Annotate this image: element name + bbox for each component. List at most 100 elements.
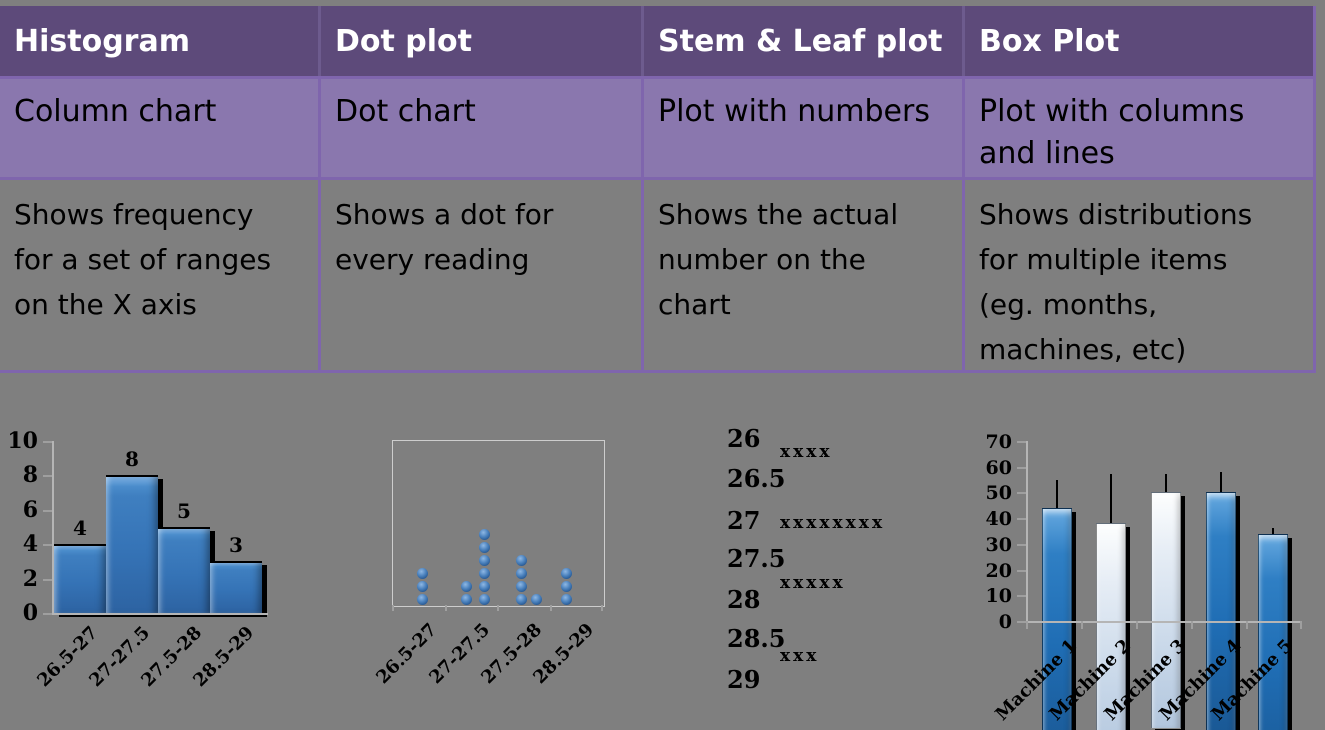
stem-value: 26 — [727, 424, 761, 453]
x-axis-tick — [392, 605, 394, 611]
x-axis-tick — [1136, 621, 1138, 629]
y-axis-tick — [1017, 441, 1027, 444]
y-axis-tick — [43, 475, 52, 478]
y-axis-tick — [1017, 466, 1027, 469]
box-light — [1151, 492, 1181, 730]
x-axis-tick — [1300, 621, 1302, 629]
x-axis-tick — [1081, 621, 1083, 629]
data-dot — [479, 555, 490, 566]
type-stem-leaf: Plot with numbers — [644, 79, 962, 177]
box-blue — [1206, 492, 1236, 730]
stem-value: 27 — [727, 506, 761, 535]
data-dot — [516, 568, 527, 579]
y-axis-label: 2 — [22, 565, 38, 592]
y-axis-tick — [1017, 569, 1027, 572]
table-header-row: Histogram Dot plot Stem & Leaf plot Box … — [0, 6, 1313, 76]
x-axis-tick — [1191, 621, 1193, 629]
leaf-marks: xxxxx — [780, 573, 846, 593]
data-dot — [479, 568, 490, 579]
x-axis-line — [52, 613, 268, 615]
histogram-bar — [210, 561, 262, 613]
y-axis-label: 6 — [22, 496, 38, 523]
y-axis-line — [1026, 441, 1028, 623]
leaf-marks: xxxxxxxx — [780, 513, 886, 533]
x-axis-tick — [445, 605, 447, 611]
table-type-row: Column chart Dot chart Plot with numbers… — [0, 79, 1313, 177]
histogram-bar — [158, 527, 210, 613]
bar-value-label: 5 — [177, 499, 191, 523]
y-axis-tick — [43, 441, 52, 443]
data-dot — [479, 594, 490, 605]
data-dot — [561, 594, 572, 605]
y-axis-label: 50 — [985, 482, 1012, 505]
box-blue — [1042, 507, 1072, 730]
data-dot — [479, 529, 490, 540]
y-axis-label: 40 — [985, 508, 1012, 531]
data-dot — [417, 594, 428, 605]
x-axis-label: 28.5-29 — [529, 619, 599, 689]
y-axis-tick — [1017, 595, 1027, 598]
leaf-marks: xxx — [780, 646, 820, 666]
stem-value: 28 — [727, 585, 761, 614]
histogram-bar — [106, 475, 158, 613]
y-axis-label: 70 — [985, 431, 1012, 454]
leaf-marks: xxxx — [780, 442, 833, 462]
y-axis-tick — [43, 509, 52, 512]
y-axis-label: 8 — [22, 462, 38, 489]
data-dot — [461, 594, 472, 605]
y-axis-label: 4 — [22, 531, 38, 558]
data-dot — [479, 542, 490, 553]
y-axis-label: 10 — [7, 428, 38, 454]
header-histogram: Histogram — [0, 6, 318, 76]
y-axis-label: 0 — [22, 600, 38, 626]
box-blue — [1258, 533, 1288, 730]
data-dot — [516, 555, 527, 566]
y-axis-label: 30 — [985, 533, 1012, 556]
type-box-plot: Plot with columns and lines — [965, 79, 1313, 177]
data-dot — [516, 581, 527, 592]
y-axis-line — [52, 441, 54, 615]
data-dot — [561, 581, 572, 592]
y-axis-tick — [43, 544, 52, 547]
data-dot — [417, 568, 428, 579]
stem-value: 28.5 — [727, 624, 786, 653]
y-axis-tick — [1017, 621, 1027, 623]
stem-value: 26.5 — [727, 464, 786, 493]
header-dot-plot: Dot plot — [321, 6, 641, 76]
type-histogram: Column chart — [0, 79, 318, 177]
data-dot — [531, 594, 542, 605]
y-axis-label: 20 — [985, 559, 1012, 582]
y-axis-label: 10 — [985, 585, 1012, 608]
bar-value-label: 8 — [125, 447, 139, 472]
data-dot — [417, 581, 428, 592]
table-description-row: Shows frequency for a set of ranges on t… — [0, 180, 1313, 370]
data-dot — [561, 568, 572, 579]
stem-value: 27.5 — [727, 544, 786, 573]
x-axis-label: 28.5-29 — [189, 622, 259, 692]
type-dot-plot: Dot chart — [321, 79, 641, 177]
y-axis-tick — [43, 613, 52, 615]
y-axis-label: 0 — [998, 611, 1012, 633]
x-axis-tick — [1026, 621, 1028, 629]
x-axis-line — [1026, 621, 1302, 623]
desc-histogram: Shows frequency for a set of ranges on t… — [0, 180, 318, 370]
desc-box-plot: Shows distributions for multiple items (… — [965, 180, 1313, 370]
y-axis-label: 60 — [985, 456, 1012, 479]
y-axis-tick — [1017, 492, 1027, 495]
desc-stem-leaf: Shows the actual number on the chart — [644, 180, 962, 370]
bar-value-label: 4 — [73, 516, 87, 541]
data-dot — [516, 594, 527, 605]
box-light — [1096, 523, 1126, 730]
stem-value: 29 — [727, 665, 761, 694]
y-axis-tick — [1017, 543, 1027, 546]
y-axis-tick — [43, 578, 52, 581]
data-dot — [461, 581, 472, 592]
chart-comparison-table: Histogram Dot plot Stem & Leaf plot Box … — [0, 6, 1316, 373]
header-box-plot: Box Plot — [965, 6, 1313, 76]
x-axis-tick — [497, 605, 499, 611]
